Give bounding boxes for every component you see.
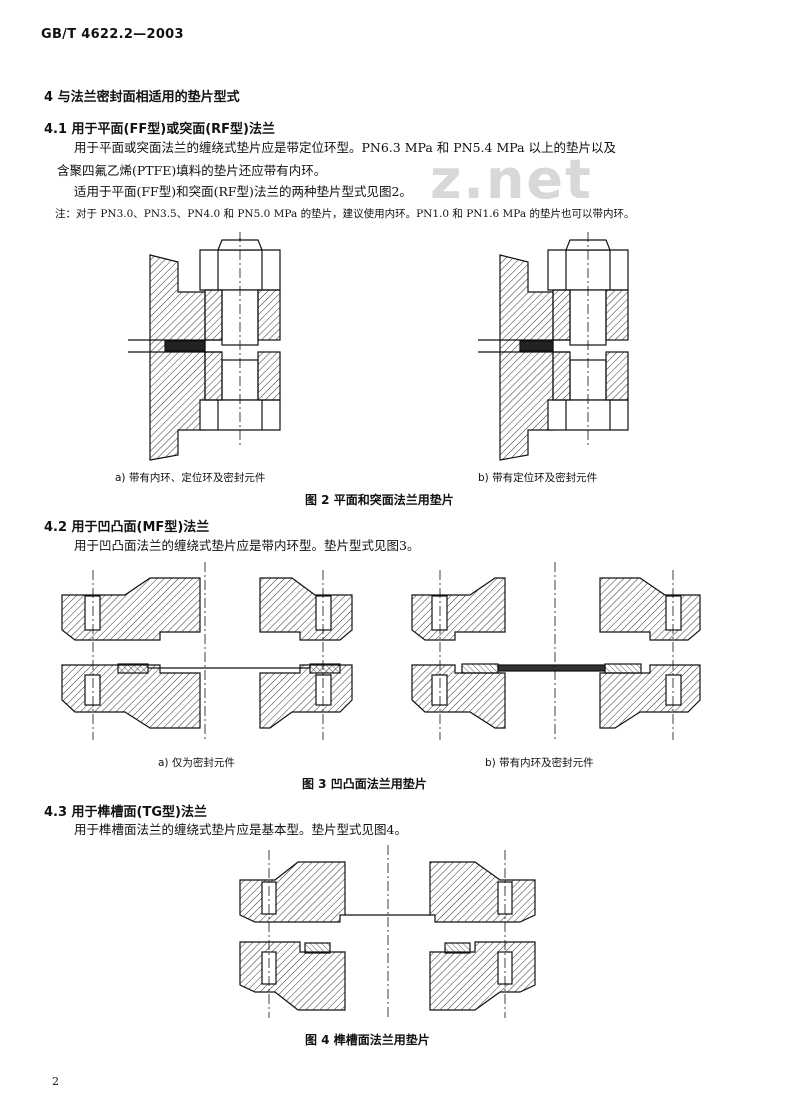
section-4-2-title: 4.2 用于凹凸面(MF型)法兰 bbox=[44, 520, 210, 535]
figure-3a-label: a) 仅为密封元件 bbox=[158, 757, 235, 769]
section-4-1-para2: 适用于平面(FF型)和突面(RF型)法兰的两种垫片型式见图2。 bbox=[74, 184, 412, 199]
section-4-3-para: 用于榫槽面法兰的缠绕式垫片应是基本型。垫片型式见图4。 bbox=[74, 822, 407, 837]
figure-3-caption: 图 3 凹凸面法兰用垫片 bbox=[302, 777, 427, 791]
figure-2a-label: a) 带有内环、定位环及密封元件 bbox=[115, 472, 266, 484]
figure-2b-drawing bbox=[478, 232, 629, 461]
section-4-1-para1-line1: 用于平面或突面法兰的缠绕式垫片应是带定位环型。PN6.3 MPa 和 PN5.4… bbox=[74, 140, 617, 155]
section-4-3-title: 4.3 用于榫槽面(TG型)法兰 bbox=[44, 805, 207, 820]
figure-3a-drawing bbox=[61, 562, 353, 740]
figure-3b-label: b) 带有内环及密封元件 bbox=[485, 757, 594, 769]
section-4-2-para: 用于凹凸面法兰的缠绕式垫片应是带内环型。垫片型式见图3。 bbox=[74, 538, 420, 553]
figure-4-caption: 图 4 榫槽面法兰用垫片 bbox=[305, 1033, 430, 1047]
page-number: 2 bbox=[52, 1075, 59, 1088]
figure-2b-label: b) 带有定位环及密封元件 bbox=[478, 472, 598, 484]
figure-3b-drawing bbox=[411, 562, 701, 740]
figure-2-caption: 图 2 平面和突面法兰用垫片 bbox=[305, 493, 454, 507]
watermark: z.net bbox=[430, 148, 593, 211]
section-4-1-title: 4.1 用于平面(FF型)或突面(RF型)法兰 bbox=[44, 122, 275, 137]
section-4-1-note: 注：对于 PN3.0、PN3.5、PN4.0 和 PN5.0 MPa 的垫片，建… bbox=[55, 208, 635, 220]
section-4-title: 4 与法兰密封面相适用的垫片型式 bbox=[44, 90, 240, 105]
standard-number: GB/T 4622.2—2003 bbox=[41, 27, 184, 42]
figure-2a-drawing bbox=[128, 232, 281, 461]
section-4-1-para1-line2: 含聚四氟乙烯(PTFE)填料的垫片还应带有内环。 bbox=[57, 163, 327, 178]
figure-4-drawing bbox=[239, 845, 536, 1018]
